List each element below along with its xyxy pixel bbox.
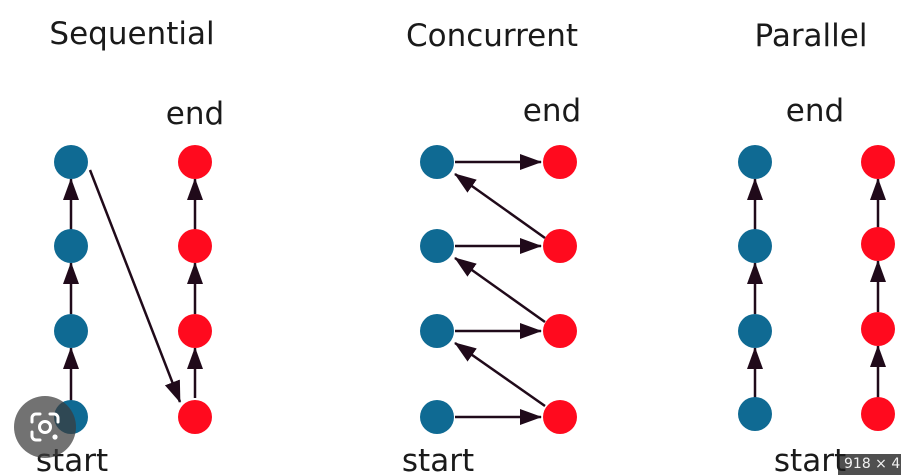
concurrent-arrows	[454, 154, 546, 425]
end-label-concurrent: end	[523, 93, 581, 129]
conc-blue-node-1	[420, 145, 454, 179]
conc-blue-node-3	[420, 314, 454, 348]
title-concurrent: Concurrent	[406, 18, 578, 54]
seq-red-node-3	[178, 314, 212, 348]
par-blue-node-2	[738, 229, 772, 263]
par-red-node-2	[861, 227, 895, 261]
conc-blue-node-4	[420, 400, 454, 434]
lens-icon	[30, 412, 60, 442]
seq-red-node-2	[178, 229, 212, 263]
title-parallel: Parallel	[755, 18, 868, 54]
end-label-parallel: end	[786, 93, 844, 129]
end-label-sequential: end	[166, 96, 224, 132]
conc-back-arrow-3	[454, 341, 546, 408]
lens-button[interactable]	[14, 396, 76, 458]
conc-back-arrow-2	[454, 256, 546, 324]
par-red-node-4	[861, 397, 895, 431]
conc-blue-node-2	[420, 229, 454, 263]
concurrent-nodes	[420, 145, 577, 434]
seq-red-node-1	[178, 145, 212, 179]
par-red-node-1	[861, 145, 895, 179]
seq-blue-node-2	[54, 229, 88, 263]
par-red-node-3	[861, 312, 895, 346]
par-blue-node-4	[738, 397, 772, 431]
conc-back-arrow-1	[454, 172, 546, 240]
parallel-nodes	[738, 145, 895, 431]
seq-blue-node-3	[54, 314, 88, 348]
image-size-badge: 918 × 4	[838, 454, 901, 475]
conc-red-node-1	[543, 145, 577, 179]
par-blue-node-3	[738, 314, 772, 348]
sequential-arrows	[63, 169, 203, 403]
title-sequential: Sequential	[49, 16, 214, 52]
conc-red-node-4	[543, 400, 577, 434]
conc-red-node-3	[543, 314, 577, 348]
seq-cross-arrow	[88, 169, 182, 403]
seq-blue-node-1	[54, 145, 88, 179]
start-label-parallel: start	[774, 443, 846, 475]
start-label-concurrent: start	[402, 443, 474, 475]
conc-red-node-2	[543, 229, 577, 263]
parallel-arrows	[747, 178, 886, 400]
par-blue-node-1	[738, 145, 772, 179]
sequential-nodes	[54, 145, 212, 434]
seq-red-node-4	[178, 400, 212, 434]
